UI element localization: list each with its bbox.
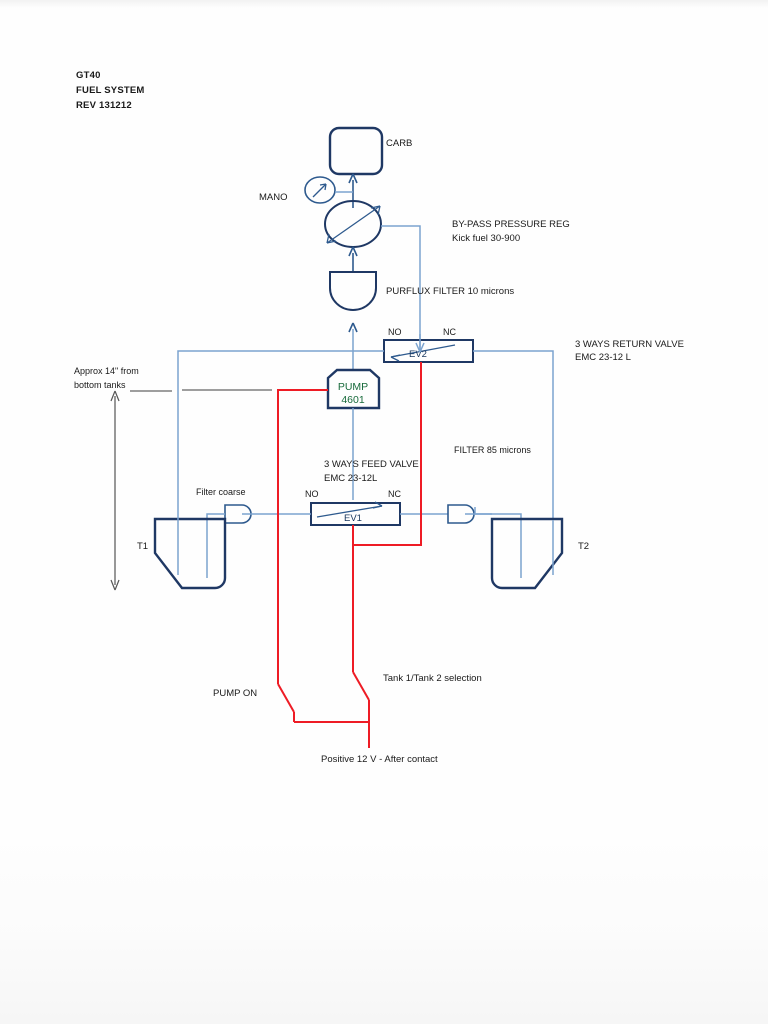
regulator-arrow-head-top (370, 205, 381, 216)
tank-selection-label: Tank 1/Tank 2 selection (383, 673, 482, 684)
ev2-tag: EV2 (409, 349, 427, 360)
ev2-inlet-arrow (415, 334, 425, 353)
coarse-filter-body (224, 504, 252, 524)
title-block: GT40 FUEL SYSTEM REV 131212 (76, 70, 145, 111)
fine-filter: FILTER 85 microns (447, 445, 531, 524)
wire-pump-supply (277, 389, 328, 684)
regulator-adjust-arrow (326, 205, 381, 244)
coarse-filter-inlet-pipe (206, 513, 225, 524)
fuel-pump: PUMP 4601 (326, 368, 381, 410)
bypass-regulator-label-line2: Kick fuel 30-900 (452, 233, 520, 244)
wire-valve-coils (352, 362, 422, 672)
carb-body (328, 126, 384, 176)
return-valve-ev2[interactable]: NO NC EV2 3 WAYS RETURN VALVE EMC 23-12 … (383, 327, 684, 363)
tank-1-label: T1 (137, 541, 148, 552)
bypass-regulator-label-line1: BY-PASS PRESSURE REG (452, 219, 570, 230)
pump-on-switch-blade[interactable] (277, 683, 295, 713)
pipe-pump-to-filter (348, 322, 358, 370)
fine-filter-body (447, 504, 475, 524)
mano-needle-head (319, 183, 327, 191)
switch-tank-selection[interactable]: Tank 1/Tank 2 selection (352, 671, 482, 722)
mano-needle (312, 183, 327, 198)
pump-label-line1: PUMP (338, 381, 368, 393)
purflux-filter-label: PURFLUX FILTER 10 microns (386, 286, 514, 297)
pump-body (326, 368, 381, 410)
feed-valve-ev1[interactable]: NO NC EV1 3 WAYS FEED VALVE EMC 23-12L (305, 459, 419, 526)
manometer: MANO (259, 176, 353, 204)
dimension-label-line1: Approx 14" from (74, 366, 139, 376)
switch-pump-on[interactable]: PUMP ON (213, 683, 295, 722)
ev2-flow-arrow (390, 344, 456, 358)
carburettor: CARB (328, 126, 412, 176)
title-line-3: REV 131212 (76, 100, 132, 111)
coarse-filter: Filter coarse (196, 487, 253, 524)
tank-2-body (490, 517, 564, 590)
height-dimension: Approx 14" from bottom tanks (74, 366, 272, 591)
tank-top-stubs (474, 507, 492, 515)
purflux-filter-body (329, 271, 377, 311)
tank-2-label: T2 (578, 541, 589, 552)
tank-select-switch-blade[interactable] (352, 671, 370, 701)
ev2-arrow-head (390, 354, 401, 362)
feed-valve-label-line2: EMC 23-12L (324, 473, 377, 484)
regulator-arrow-head-bottom (326, 233, 337, 244)
pipe-ev2-return-to-tank2 (473, 350, 554, 520)
ev1-tag: EV1 (344, 513, 362, 524)
pipe-ev2-return-to-tank1 (177, 350, 384, 517)
tank-2: T2 (490, 517, 589, 590)
dimension-arrow-head-top (110, 390, 120, 402)
tank-1: T1 (137, 517, 227, 590)
return-valve-label-line2: EMC 23-12 L (575, 352, 631, 363)
pipe-filter-to-regulator (348, 246, 358, 272)
title-line-2: FUEL SYSTEM (76, 85, 145, 96)
pump-label-line2: 4601 (341, 394, 365, 406)
bypass-pressure-regulator: BY-PASS PRESSURE REG Kick fuel 30-900 (324, 200, 570, 248)
fine-filter-label: FILTER 85 microns (454, 445, 531, 455)
ev2-body[interactable] (383, 339, 474, 363)
ev1-arrow-head (372, 501, 383, 509)
feed-valve-label-line1: 3 WAYS FEED VALVE (324, 459, 419, 470)
pipe-regulator-to-carb (348, 173, 358, 208)
mano-body (304, 176, 336, 204)
tank-1-body (153, 517, 227, 590)
coarse-filter-label: Filter coarse (196, 487, 246, 497)
ev2-port-nc-label: NC (443, 327, 456, 337)
title-line-1: GT40 (76, 70, 101, 81)
supply-bus-12v: Positive 12 V - After contact (294, 721, 438, 765)
purflux-filter: PURFLUX FILTER 10 microns (329, 271, 514, 311)
dimension-arrow-head-bottom (110, 579, 120, 591)
pump-on-label: PUMP ON (213, 688, 257, 699)
supply-label: Positive 12 V - After contact (321, 754, 438, 765)
dimension-label-line2: bottom tanks (74, 380, 126, 390)
pipe-regulator-bypass-return (381, 225, 421, 352)
ev2-port-no-label: NO (388, 327, 402, 337)
ev1-port-nc-label: NC (388, 489, 401, 499)
mano-label: MANO (259, 192, 288, 203)
ev1-flow-arrow (316, 505, 383, 518)
carb-label: CARB (386, 138, 412, 149)
return-valve-label-line1: 3 WAYS RETURN VALVE (575, 339, 684, 350)
ev1-port-no-label: NO (305, 489, 319, 499)
